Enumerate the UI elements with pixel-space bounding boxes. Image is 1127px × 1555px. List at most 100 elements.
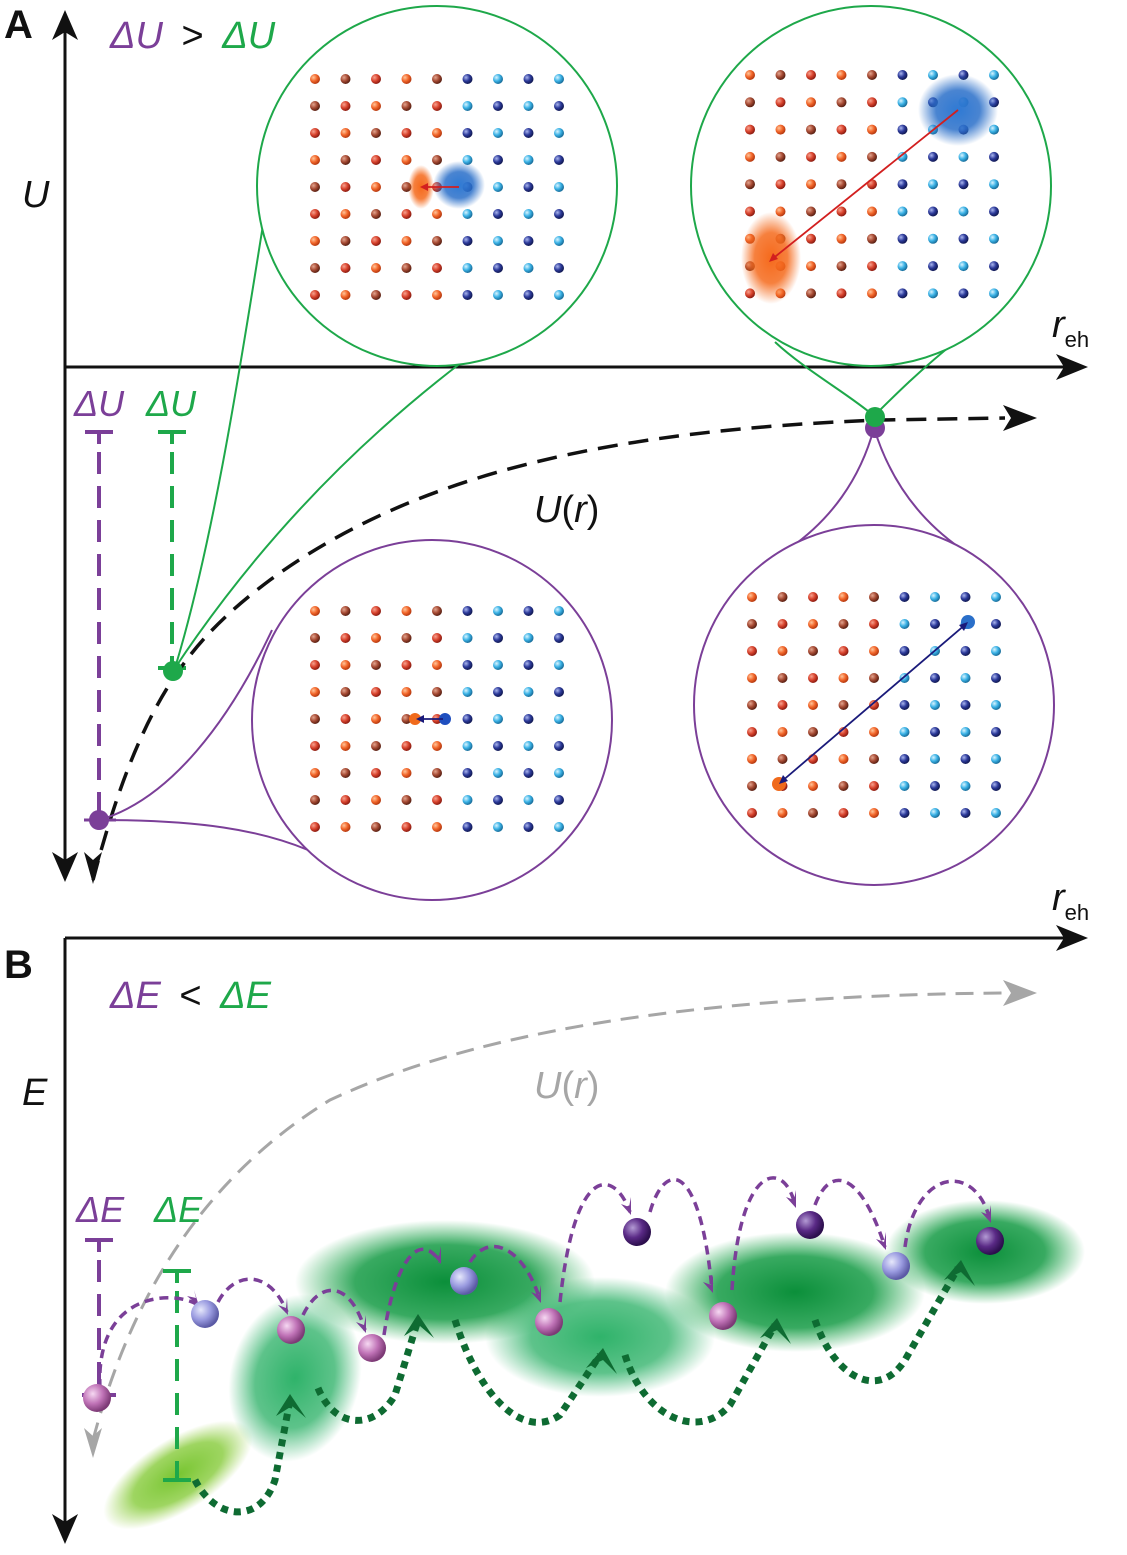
- lattice-atom: [493, 633, 503, 643]
- lattice-atom: [806, 179, 816, 190]
- lattice-atom: [310, 633, 320, 643]
- lattice-atom: [554, 606, 564, 616]
- lattice-atom: [554, 795, 564, 805]
- lattice-atom: [899, 592, 910, 602]
- lattice-atom: [493, 236, 503, 246]
- lattice-atom: [777, 727, 788, 737]
- lattice-atom: [897, 97, 908, 108]
- lattice-atom: [554, 741, 564, 751]
- lattice-atom: [371, 182, 381, 192]
- lattice-atom: [493, 155, 503, 165]
- lattice-atom: [989, 233, 999, 244]
- lattice-atom: [340, 209, 351, 219]
- lattice-atom: [806, 124, 816, 135]
- lattice-atom: [958, 151, 969, 162]
- lattice-atom: [340, 633, 351, 643]
- lattice-atom: [930, 754, 940, 764]
- lattice-atom: [401, 101, 412, 111]
- lattice-atom: [867, 288, 877, 299]
- lattice-atom: [401, 822, 412, 832]
- lattice-atom: [401, 263, 412, 273]
- lattice-atom: [523, 606, 534, 616]
- panel-b: B ΔE < ΔE E reh U(r) ΔE ΔE: [4, 877, 1089, 1544]
- lattice-atom: [401, 236, 412, 246]
- lattice-atom: [371, 768, 381, 778]
- lattice-atom: [462, 209, 473, 219]
- lattice-atom: [310, 822, 320, 832]
- panel-a: A ΔU > ΔU U reh ΔU ΔU U(r): [4, 3, 1089, 901]
- lattice-atom: [523, 795, 534, 805]
- lattice-atom: [930, 592, 940, 602]
- purple-short-connector: [98, 629, 273, 821]
- panel-b-curve-start-arrow: [84, 1428, 102, 1458]
- lattice-atom: [401, 768, 412, 778]
- lattice-green-short: [310, 74, 564, 300]
- lattice-atom: [340, 182, 351, 192]
- lattice-atom: [523, 155, 534, 165]
- lattice-atom: [867, 206, 877, 217]
- lattice-atom: [958, 233, 969, 244]
- hole-dot-purple-short: [409, 713, 421, 725]
- lattice-atom: [340, 822, 351, 832]
- lattice-atom: [371, 128, 381, 138]
- lattice-atom: [747, 808, 757, 818]
- lattice-atom: [991, 646, 1001, 656]
- lattice-atom: [745, 151, 755, 162]
- lattice-atom: [462, 633, 473, 643]
- separation-arrow-purple-short-head: [416, 715, 424, 723]
- lattice-atom: [930, 781, 940, 791]
- lattice-atom: [806, 261, 816, 272]
- lattice-atom: [310, 768, 320, 778]
- panel-b-comparison: ΔE < ΔE: [109, 975, 272, 1017]
- lattice-atom: [432, 101, 442, 111]
- exciton-ball: [535, 1308, 563, 1336]
- separation-arrow-purple-long-head-b: [959, 622, 968, 631]
- lattice-atom: [493, 290, 503, 300]
- lattice-atom: [523, 263, 534, 273]
- lattice-atom: [930, 808, 940, 818]
- lattice-atom: [462, 714, 473, 724]
- lattice-atom: [432, 687, 442, 697]
- lattice-atom: [897, 124, 908, 135]
- purple-long-connector: [789, 427, 875, 549]
- lattice-atom: [554, 660, 564, 670]
- lattice-atom: [371, 209, 381, 219]
- lattice-atom: [432, 822, 442, 832]
- lattice-atom: [836, 206, 847, 217]
- lattice-atom: [493, 128, 503, 138]
- lattice-atom: [989, 179, 999, 190]
- lattice-atom: [493, 660, 503, 670]
- purple-short-connector-2: [98, 819, 309, 851]
- panel-b-potential-curve: [91, 991, 1006, 1441]
- panel-b-delta-green: ΔE: [153, 1189, 203, 1230]
- lattice-atom: [958, 179, 969, 190]
- lattice-atom: [836, 179, 847, 190]
- purple-hop-arrowheads: [187, 1190, 991, 1333]
- lattice-atom: [493, 209, 503, 219]
- lattice-atom: [960, 646, 971, 656]
- lattice-atom: [462, 822, 473, 832]
- exciton-ball: [623, 1218, 651, 1246]
- lattice-atom: [554, 209, 564, 219]
- lattice-atom: [869, 727, 879, 737]
- lattice-atom: [806, 288, 816, 299]
- lattice-atom: [432, 606, 442, 616]
- lattice-atom: [989, 70, 999, 80]
- lattice-atom: [897, 179, 908, 190]
- exciton-ball: [83, 1384, 111, 1412]
- panel-a-comparison: ΔU > ΔU: [109, 15, 276, 57]
- separation-arrow-purple-long: [780, 623, 967, 783]
- panel-b-curve-label: U(r): [534, 1065, 599, 1107]
- exciton-ball: [709, 1302, 737, 1330]
- lattice-atom: [867, 261, 877, 272]
- lattice-atom: [310, 236, 320, 246]
- lattice-atom: [462, 741, 473, 751]
- lattice-atom: [808, 619, 818, 629]
- exciton-ball: [882, 1252, 910, 1280]
- lattice-atom: [371, 101, 381, 111]
- lattice-atom: [869, 646, 879, 656]
- panel-a-y-axis-arrow-down: [52, 852, 78, 882]
- panel-b-curve-end-arrow: [1003, 980, 1037, 1006]
- lattice-atom: [371, 263, 381, 273]
- lattice-atom: [432, 795, 442, 805]
